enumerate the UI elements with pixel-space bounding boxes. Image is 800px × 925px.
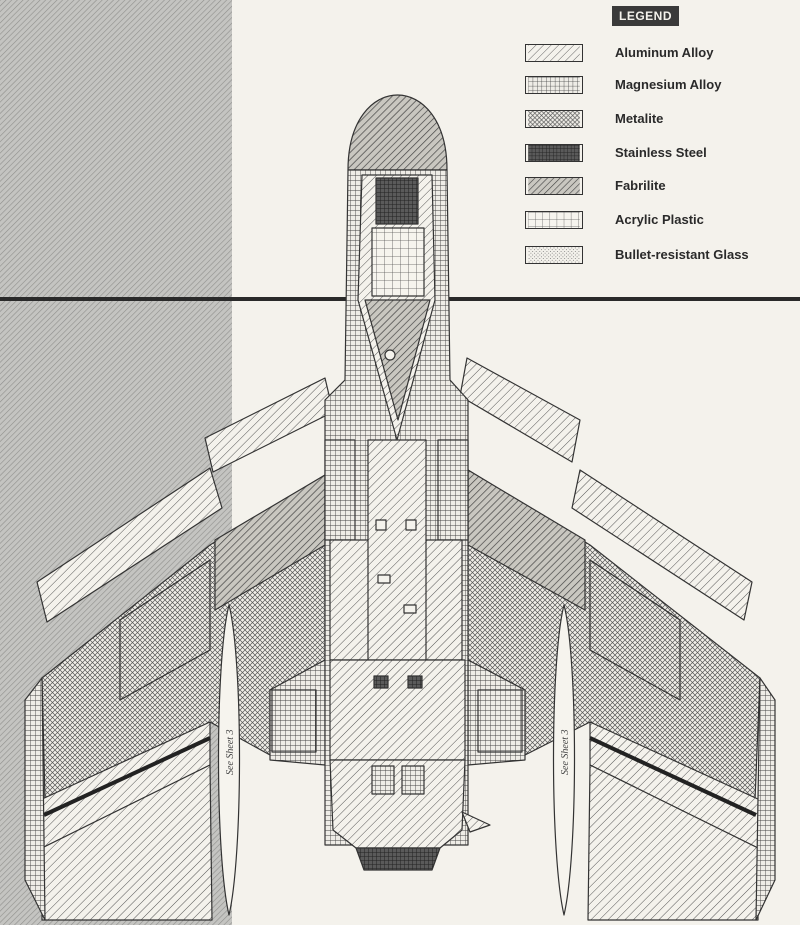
right-drop-tank	[552, 604, 576, 916]
aft-fuselage	[329, 659, 466, 761]
tail-hook	[461, 811, 491, 833]
access-panel-3	[377, 574, 391, 584]
left-wingtip	[24, 677, 46, 921]
legend-item-bullet-resistant-glass: Bullet-resistant Glass	[520, 244, 795, 268]
legend-label: Stainless Steel	[615, 145, 707, 160]
exhaust-nozzle	[355, 847, 441, 871]
tail-section	[329, 759, 466, 849]
right-slat-outer	[571, 469, 753, 621]
windshield	[375, 177, 419, 225]
aft-access-right	[407, 675, 423, 689]
right-wingtip	[755, 677, 776, 921]
right-tank-note: See Sheet 3	[560, 729, 571, 775]
cockpit-floor	[364, 299, 431, 421]
right-wing-inboard-band	[589, 559, 681, 701]
legend-label: Bullet-resistant Glass	[615, 247, 749, 262]
legend-item-magnesium-alloy: Magnesium Alloy	[520, 74, 795, 98]
legend-item-aluminum-alloy: Aluminum Alloy	[520, 42, 795, 66]
nose-radome	[347, 94, 448, 171]
legend-item-metalite: Metalite	[520, 108, 795, 132]
steel-swatch-icon	[525, 144, 583, 162]
aluminum-swatch-icon	[525, 44, 583, 62]
legend-title: LEGEND	[612, 6, 680, 26]
right-gear-bay	[477, 689, 523, 753]
aft-access-left	[373, 675, 389, 689]
legend-item-acrylic-plastic: Acrylic Plastic	[520, 209, 795, 233]
legend-label: Aluminum Alloy	[615, 45, 714, 60]
legend-label: Metalite	[615, 111, 664, 126]
access-panel-4	[403, 604, 417, 614]
glass-swatch-icon	[525, 246, 583, 264]
metalite-swatch-icon	[525, 110, 583, 128]
intake-duct-right	[437, 439, 469, 541]
intake-duct-left	[324, 439, 356, 541]
legend-label: Magnesium Alloy	[615, 77, 722, 92]
acrylic-swatch-icon	[525, 211, 583, 229]
tail-vent-right	[401, 765, 425, 795]
legend-item-fabrilite: Fabrilite	[520, 175, 795, 199]
left-wing-inboard-band	[119, 559, 211, 701]
access-panel-1	[375, 519, 387, 531]
cockpit-fitting	[384, 349, 396, 361]
fabrilite-swatch-icon	[525, 177, 583, 195]
center-spine	[367, 439, 427, 661]
left-flap-hinge	[43, 736, 211, 817]
legend-item-stainless-steel: Stainless Steel	[520, 142, 795, 166]
left-gear-bay	[271, 689, 317, 753]
left-tank-note: See Sheet 3	[225, 729, 236, 775]
legend-label: Acrylic Plastic	[615, 212, 704, 227]
right-slat-inner	[459, 357, 581, 463]
tail-vent-left	[371, 765, 395, 795]
left-drop-tank	[217, 604, 241, 916]
left-slat-outer	[36, 467, 223, 623]
magnesium-swatch-icon	[525, 76, 583, 94]
canopy-acrylic	[371, 227, 425, 297]
legend-label: Fabrilite	[615, 178, 666, 193]
right-flap-hinge	[589, 736, 757, 817]
access-panel-2	[405, 519, 417, 531]
